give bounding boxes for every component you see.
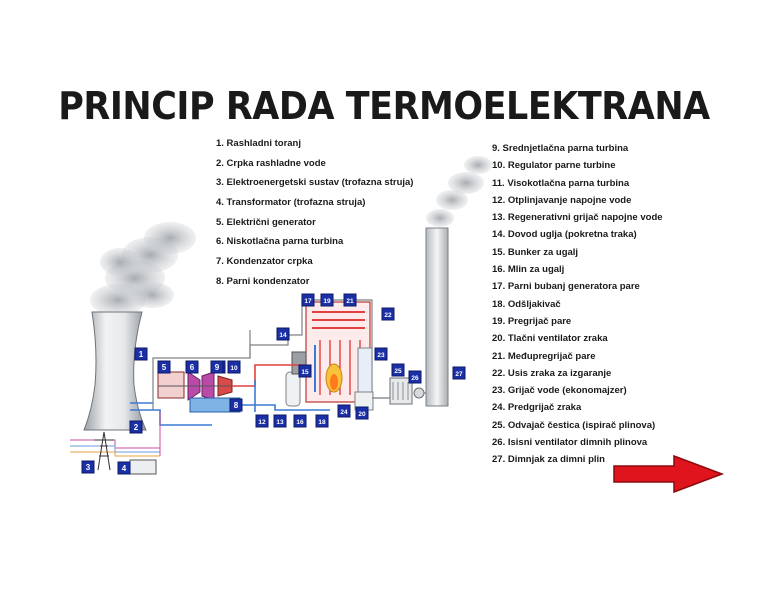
flue-gas-fan: [413, 387, 425, 399]
marker-label: 2: [134, 423, 139, 432]
marker-label: 9: [215, 363, 220, 372]
legend-item: 18. Odšljakivač: [492, 298, 561, 310]
legend-item: 19. Pregrijač pare: [492, 315, 572, 327]
marker-label: 5: [162, 363, 167, 372]
marker-4: 4: [117, 461, 131, 475]
marker-6: 6: [185, 360, 199, 374]
marker-21: 21: [343, 293, 357, 307]
marker-16: 16: [293, 414, 307, 428]
legend-item: 27. Dimnjak za dimni plin: [492, 454, 605, 466]
legend-item: 5. Električni generator: [216, 216, 316, 228]
marker-2: 2: [129, 420, 143, 434]
legend-item: 16. Mlin za ugalj: [492, 264, 565, 276]
marker-label: 1: [139, 350, 144, 359]
marker-24: 24: [337, 404, 351, 418]
legend-item: 4. Transformator (trofazna struja): [216, 197, 366, 209]
marker-17: 17: [301, 293, 315, 307]
marker-label: 13: [276, 419, 284, 426]
marker-3: 3: [81, 460, 95, 474]
number-markers: 1234567891011121314151617181920212223242…: [81, 293, 466, 475]
marker-10: 10: [227, 360, 241, 374]
marker-label: 21: [346, 298, 354, 305]
marker-label: 25: [394, 368, 402, 375]
marker-14: 14: [276, 327, 290, 341]
marker-label: 22: [384, 312, 392, 319]
particle-separator: [389, 377, 413, 405]
marker-15: 15: [298, 364, 312, 378]
marker-22: 22: [381, 307, 395, 321]
legend-item: 24. Predgrijač zraka: [492, 402, 582, 414]
marker-label: 18: [318, 419, 326, 426]
legend-item: 15. Bunker za ugalj: [492, 246, 579, 258]
transmission-lines: [70, 412, 161, 457]
marker-label: 19: [323, 298, 331, 305]
legend-item: 9. Srednjetlačna parna turbina: [492, 143, 629, 154]
legend-item: 14. Dovod uglja (pokretna traka): [492, 229, 637, 241]
cooling-tower: [83, 311, 147, 431]
marker-26: 26: [408, 370, 422, 384]
marker-label: 10: [230, 365, 238, 372]
chimney-smoke: [426, 156, 492, 227]
marker-label: 23: [377, 352, 385, 359]
legend-item: 23. Grijač vode (ekonomajzer): [492, 385, 627, 397]
legend-item: 22. Usis zraka za izgaranje: [492, 367, 612, 379]
legend-item: 26. Isisni ventilator dimnih plinova: [492, 437, 648, 449]
legend-right: 9. Srednjetlačna parna turbina 10. Regul…: [492, 142, 663, 471]
marker-label: 20: [358, 411, 366, 418]
marker-19: 19: [320, 293, 334, 307]
marker-18: 18: [315, 414, 329, 428]
legend-item: 17. Parni bubanj generatora pare: [492, 281, 640, 293]
right-arrow-icon[interactable]: [612, 454, 726, 494]
marker-23: 23: [374, 347, 388, 361]
legend-item: 6. Niskotlačna parna turbina: [216, 236, 344, 248]
legend-item: 12. Otplinjavanje napojne vode: [492, 194, 632, 206]
page-title: PRINCIP RADA TERMOELEKTRANA: [58, 84, 710, 128]
marker-5: 5: [157, 360, 171, 374]
cooling-tower-steam: [90, 222, 196, 316]
marker-label: 12: [258, 419, 266, 426]
marker-label: 4: [122, 464, 127, 473]
pylon: [94, 431, 114, 471]
marker-label: 6: [190, 363, 195, 372]
marker-label: 8: [234, 401, 239, 410]
marker-27: 27: [452, 366, 466, 380]
economizer: [357, 347, 373, 393]
marker-label: 3: [86, 463, 91, 472]
legend-item: 2. Crpka rashladne vode: [216, 157, 326, 169]
marker-label: 27: [455, 371, 463, 378]
legend-item: 21. Međupregrijač pare: [492, 350, 596, 362]
legend-item: 7. Kondenzator crpka: [216, 256, 313, 268]
marker-12: 12: [255, 414, 269, 428]
legend-item: 10. Regulator parne turbine: [492, 160, 616, 172]
marker-20: 20: [355, 406, 369, 420]
marker-1: 1: [134, 347, 148, 361]
legend-item: 1. Rashladni toranj: [216, 138, 301, 149]
legend-item: 11. Visokotlačna parna turbina: [492, 177, 630, 189]
marker-label: 16: [296, 419, 304, 426]
marker-25: 25: [391, 363, 405, 377]
marker-label: 17: [304, 298, 312, 305]
marker-8: 8: [229, 398, 243, 412]
legend-item: 20. Tlačni ventilator zraka: [492, 333, 608, 345]
transformer: [129, 459, 157, 475]
marker-9: 9: [210, 360, 224, 374]
legend-item: 25. Odvajač čestica (ispirač plinova): [492, 419, 656, 431]
marker-label: 14: [279, 332, 287, 339]
marker-label: 24: [340, 409, 348, 416]
legend-left: 1. Rashladni toranj 2. Crpka rashladne v…: [216, 137, 413, 295]
marker-13: 13: [273, 414, 287, 428]
chimney: [425, 227, 449, 407]
feedwater-tank: [285, 371, 301, 407]
turbine-set: [157, 371, 241, 413]
marker-label: 15: [301, 369, 309, 376]
marker-label: 26: [411, 375, 419, 382]
legend-item: 3. Elektroenergetski sustav (trofazna st…: [216, 177, 414, 189]
legend-item: 8. Parni kondenzator: [216, 275, 310, 287]
legend-item: 13. Regenerativni grijač napojne vode: [492, 212, 663, 224]
